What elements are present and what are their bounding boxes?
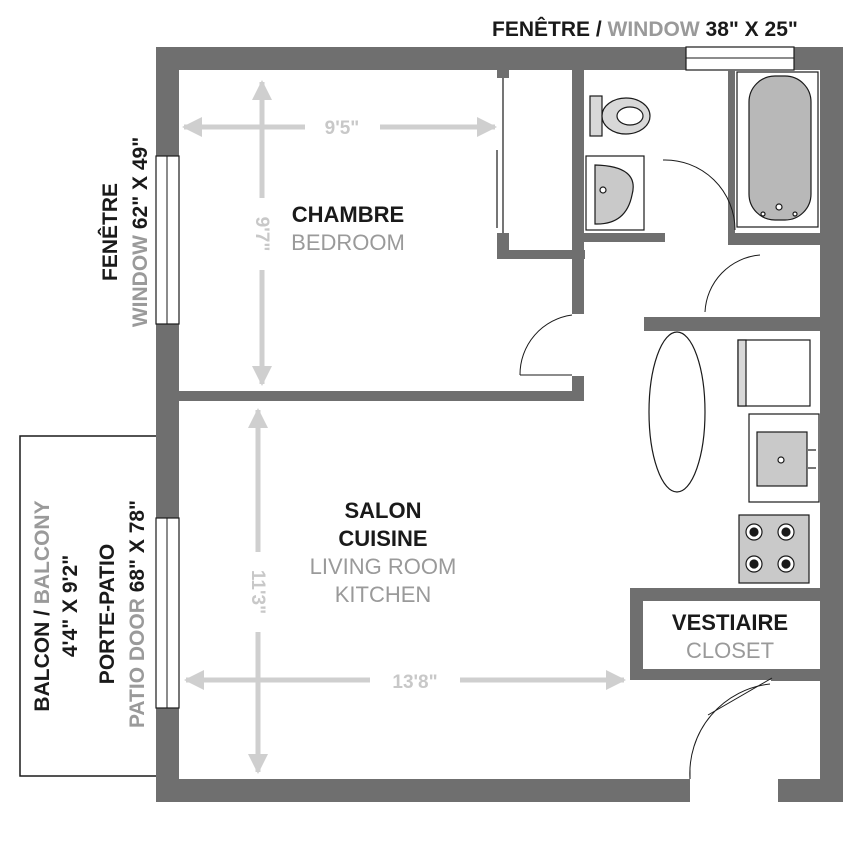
bedroom-depth-dim: 9'7": [251, 217, 272, 252]
refrigerator-icon: [737, 339, 811, 407]
living-label-fr-1: SALON: [345, 498, 422, 523]
living-depth-dim: 11'3": [247, 570, 268, 614]
left-window-label: FENÊTRE WINDOW 62" X 49": [98, 137, 152, 327]
balcony-fr: BALCON /: [31, 610, 54, 712]
top-window-fr: FENÊTRE /: [492, 17, 602, 41]
balcony-label: BALCON / BALCONY 4'4" X 9'2": [31, 500, 82, 711]
closet-label-fr: VESTIAIRE: [672, 610, 788, 635]
toilet-icon: [589, 95, 651, 137]
living-label-en-1: LIVING ROOM: [310, 554, 457, 579]
patio-door-en: PATIO DOOR: [126, 598, 149, 728]
window-top: [685, 46, 795, 71]
patio-door-label: PORTE-PATIO PATIO DOOR 68" X 78": [96, 500, 149, 728]
door-swings: [519, 159, 773, 780]
bathtub-icon: [736, 71, 819, 228]
svg-text:WINDOW 62" X 49": WINDOW 62" X 49": [129, 137, 152, 327]
balcony-en: BALCONY: [31, 500, 54, 604]
patio-door-size: 68" X 78": [126, 500, 149, 592]
living-label-fr-2: CUISINE: [338, 526, 427, 551]
stove-icon: [738, 514, 810, 584]
bedroom-label-en: BEDROOM: [291, 230, 405, 255]
table-icon: [648, 331, 706, 493]
closet-interior: [643, 601, 820, 669]
balcony-area: [19, 435, 158, 777]
living-label-en-2: KITCHEN: [335, 582, 432, 607]
dimension-labels: 9'5" 9'7" 13'8" 11'3": [247, 118, 438, 693]
patio-door-fr: PORTE-PATIO: [96, 544, 119, 684]
dimension-lines: [182, 80, 626, 774]
svg-text:BALCON / BALCONY: BALCON / BALCONY: [31, 500, 54, 711]
living-width-dim: 13'8": [392, 672, 437, 693]
top-window-label: FENÊTRE / WINDOW 38" X 25": [492, 17, 798, 41]
left-window-size: 62" X 49": [129, 137, 152, 229]
closet-label-en: CLOSET: [686, 638, 774, 663]
bedroom-closet: [496, 78, 504, 233]
top-window-size: 38" X 25": [706, 18, 798, 41]
balcony-size: 4'4" X 9'2": [59, 555, 82, 657]
interior-walls: [179, 70, 820, 680]
bedroom-label-fr: CHAMBRE: [292, 202, 404, 227]
closet-label: VESTIAIRE CLOSET: [672, 610, 788, 663]
living-label: SALON CUISINE LIVING ROOM KITCHEN: [310, 498, 457, 607]
bedroom-label: CHAMBRE BEDROOM: [291, 202, 405, 255]
left-window-fr: FENÊTRE: [98, 183, 122, 281]
bedroom-width-dim: 9'5": [325, 118, 360, 139]
bathroom-sink-icon: [585, 155, 645, 231]
window-left: [155, 155, 180, 325]
left-window-en: WINDOW: [129, 235, 152, 327]
svg-text:FENÊTRE / WINDOW 38" X 25": FENÊTRE / WINDOW 38" X 25": [492, 17, 798, 41]
top-window-en: WINDOW: [608, 18, 700, 41]
patio-door: [155, 517, 180, 709]
kitchen-sink-icon: [748, 413, 820, 503]
svg-text:PATIO DOOR 68" X 78": PATIO DOOR 68" X 78": [126, 500, 149, 728]
